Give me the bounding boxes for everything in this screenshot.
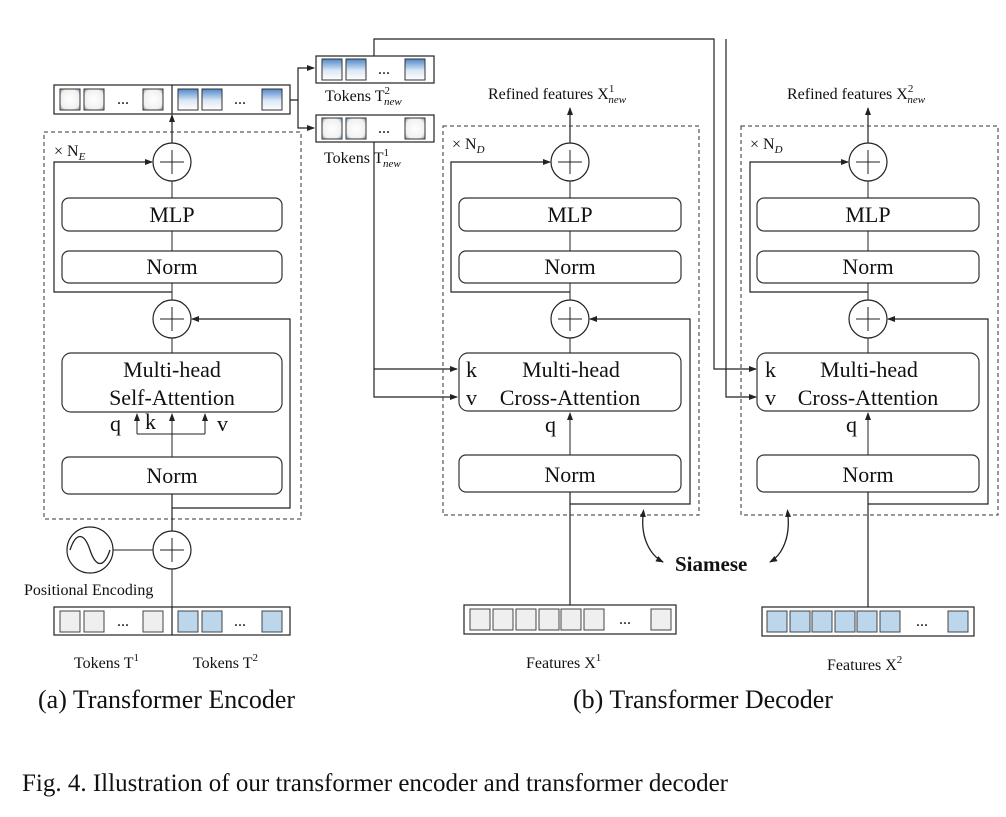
norm-label: Norm — [842, 254, 893, 279]
token-blue — [201, 88, 223, 111]
token-gray — [59, 88, 81, 111]
attention-label-line2: Self-Attention — [109, 385, 235, 410]
token-blue — [261, 88, 283, 111]
features-x2-label: Features X2 — [827, 654, 902, 674]
token-blue — [177, 610, 199, 633]
k-label: k — [145, 409, 156, 434]
attention-label-line1: Multi-head — [123, 357, 221, 382]
features-x2-bar: ... — [761, 606, 975, 637]
positional-encoding-label: Positional Encoding — [24, 582, 153, 599]
q-label: q — [846, 412, 857, 437]
token-gray — [83, 88, 105, 111]
token-blue — [177, 88, 199, 111]
ellipsis: ... — [378, 120, 390, 137]
features-x1-label: Features X1 — [526, 652, 601, 672]
v-label: v — [765, 385, 776, 410]
token-blue — [201, 610, 223, 633]
q-label: q — [110, 411, 121, 436]
decoder-2-repeat-label: × ND — [750, 136, 783, 156]
decoder-caption: (b) Transformer Decoder — [573, 685, 833, 714]
ellipsis: ... — [378, 61, 390, 78]
mlp-label: MLP — [547, 202, 592, 227]
k-label: k — [466, 357, 477, 382]
ellipsis: ... — [619, 611, 631, 628]
decoder-1-repeat-block — [442, 125, 700, 516]
tokens-t1-label: Tokens T1 — [74, 652, 139, 672]
norm-label: Norm — [146, 254, 197, 279]
attention-label-line2: Cross-Attention — [798, 385, 939, 410]
siamese-link: Siamese — [639, 509, 792, 576]
attention-label-line1: Multi-head — [820, 357, 918, 382]
token-gray — [83, 610, 105, 633]
token-gray — [59, 610, 81, 633]
ellipsis: ... — [234, 91, 246, 108]
norm-label: Norm — [842, 462, 893, 487]
mlp-label: MLP — [149, 202, 194, 227]
token-gray — [142, 610, 164, 633]
v-label: v — [217, 411, 228, 436]
tokens-t2-label: Tokens T2 — [193, 652, 258, 672]
q-label: q — [545, 412, 556, 437]
norm-label: Norm — [544, 462, 595, 487]
figure-caption: Fig. 4. Illustration of our transformer … — [22, 770, 729, 797]
encoder-caption: (a) Transformer Encoder — [38, 685, 295, 714]
token-blue — [261, 610, 283, 633]
k-label: k — [765, 357, 776, 382]
encoder-input-tokens: ... ... — [53, 606, 291, 636]
ellipsis: ... — [117, 91, 129, 108]
decoder-1-repeat-label: × ND — [452, 136, 485, 156]
encoder-repeat-label: × NE — [54, 143, 86, 163]
ellipsis: ... — [916, 613, 928, 630]
v-label: v — [466, 385, 477, 410]
encoder-output-tokens: ... ... — [53, 84, 291, 115]
norm-label: Norm — [146, 463, 197, 488]
attention-label-line2: Cross-Attention — [500, 385, 641, 410]
norm-label: Norm — [544, 254, 595, 279]
mlp-label: MLP — [845, 202, 890, 227]
ellipsis: ... — [234, 613, 246, 630]
siamese-label: Siamese — [675, 552, 747, 576]
ellipsis: ... — [117, 613, 129, 630]
features-x1-bar: ... — [463, 604, 677, 635]
encoder: ... ... × NE MLP Norm — [24, 84, 302, 714]
attention-label-line1: Multi-head — [522, 357, 620, 382]
token-gray — [142, 88, 164, 111]
decoder-2-repeat-block — [740, 125, 999, 516]
